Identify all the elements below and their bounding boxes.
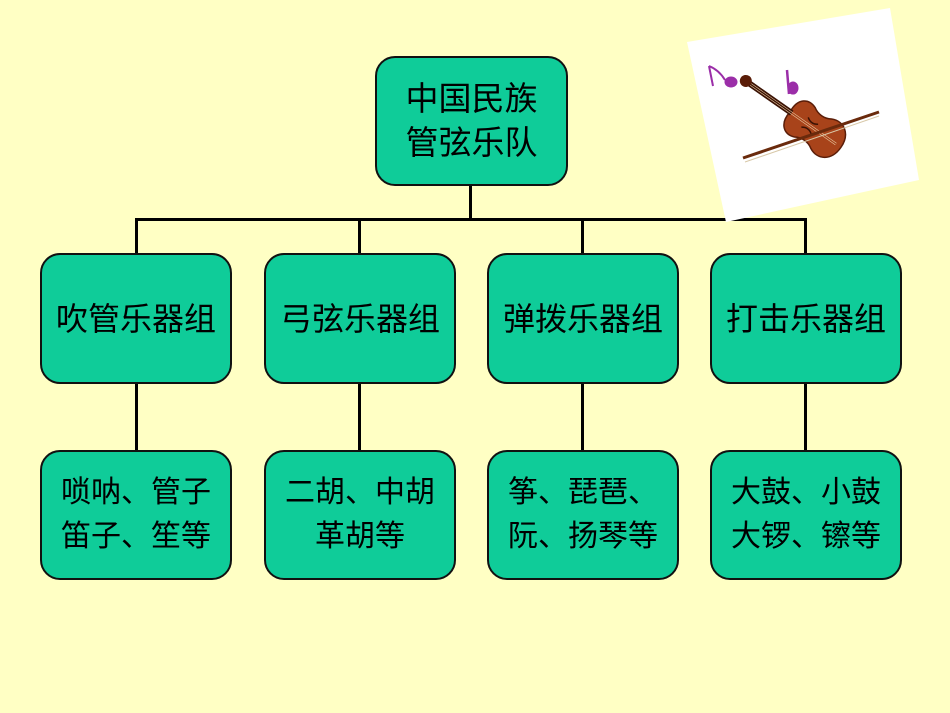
leaf-node-bowed-instruments: 二胡、中胡 革胡等 [264,450,456,580]
connector-group-2-to-leaf [358,384,361,450]
violin-icon [739,74,847,159]
root-node: 中国民族 管弦乐队 [375,56,568,186]
connector-bus-to-group-4 [804,218,807,253]
group-node-plucked-string: 弹拨乐器组 [487,253,679,384]
leaf-node-percussion-instruments: 大鼓、小鼓 大锣、镲等 [710,450,902,580]
bow-icon [742,110,880,160]
group-node-wind: 吹管乐器组 [40,253,232,384]
leaf-node-wind-instruments: 唢呐、管子 笛子、笙等 [40,450,232,580]
connector-group-4-to-leaf [804,384,807,450]
connector-root-down [469,186,472,220]
leaf-node-plucked-instruments: 筝、琵琶、 阮、扬琴等 [487,450,679,580]
connector-bus-to-group-1 [135,218,138,253]
connector-bus-to-group-2 [358,218,361,253]
connector-group-1-to-leaf [135,384,138,450]
connector-horizontal-bus [135,218,807,221]
music-note-icon [708,65,799,95]
connector-bus-to-group-3 [581,218,584,253]
violin-illustration [687,8,919,222]
group-node-bowed-string: 弓弦乐器组 [264,253,456,384]
connector-group-3-to-leaf [581,384,584,450]
group-node-percussion: 打击乐器组 [710,253,902,384]
